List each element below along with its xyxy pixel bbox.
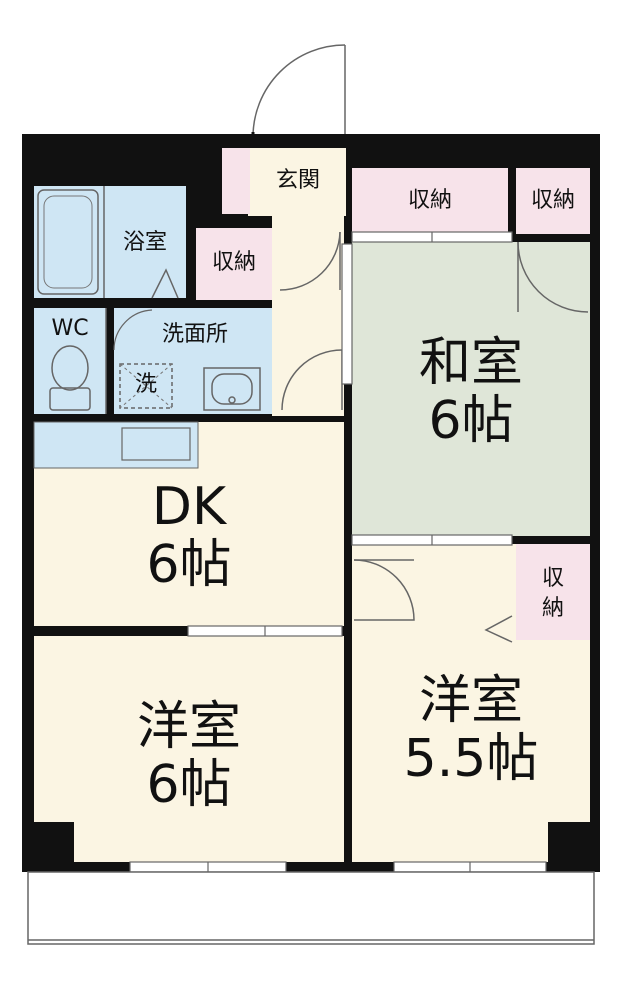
bathtub: [37, 189, 99, 295]
storage-entrance: [222, 148, 250, 214]
entrance-floor: [248, 148, 346, 216]
bath-door: [151, 268, 179, 299]
japanese-room-name: 和室: [418, 333, 523, 393]
western-left-size: 6帖: [146, 755, 232, 815]
washroom-label: 洗面所: [161, 322, 228, 347]
floor-br-trim: [352, 640, 548, 862]
wc-floor: [34, 308, 106, 414]
column-bl: [22, 822, 74, 872]
washer-label: 洗: [134, 372, 157, 397]
storage-door: [279, 231, 341, 291]
column-br: [548, 822, 600, 872]
entrance-door: [251, 44, 346, 142]
storage-top1-label: 収納: [407, 188, 452, 213]
washroom-floor: [114, 308, 274, 414]
hall-door: [281, 349, 343, 411]
japanese-room-floor: [352, 242, 590, 536]
storage-top2-label: 収納: [530, 188, 575, 213]
hall-floor: [272, 214, 344, 416]
wc-label: WC: [51, 316, 89, 341]
japanese-room-size: 6帖: [428, 391, 514, 451]
storage-top2-floor: [516, 168, 590, 234]
storage-top1-floor: [352, 168, 508, 234]
storage-mid-floor: [196, 228, 272, 300]
washer-pan: [119, 363, 173, 409]
bath-label: 浴室: [122, 230, 167, 255]
sliding-doors: [129, 231, 547, 873]
kitchen-sink: [121, 427, 191, 461]
entrance-label: 玄関: [275, 168, 320, 193]
dk-name: DK: [151, 477, 227, 537]
wash-basin: [203, 367, 261, 411]
storage-right-door: [484, 615, 513, 643]
japanese-room-door: [517, 241, 589, 313]
storage-right-floor: [516, 544, 590, 640]
storage-right-label-2: 納: [541, 596, 564, 621]
storage-right-label-1: 収: [541, 566, 564, 591]
western-right-door: [353, 559, 415, 621]
western-left-name: 洋室: [136, 697, 241, 757]
storage-mid-label: 収納: [211, 250, 256, 275]
toilet: [49, 345, 91, 411]
dk-size: 6帖: [146, 535, 232, 595]
western-right-size: 5.5帖: [403, 729, 539, 789]
balcony: [27, 871, 595, 945]
floor-bl-trim: [74, 636, 344, 862]
western-right-name: 洋室: [418, 671, 523, 731]
